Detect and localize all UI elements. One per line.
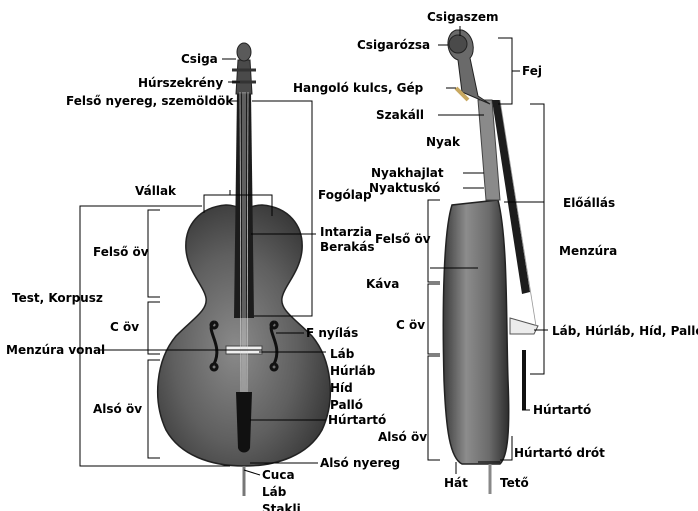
label-felso-nyereg: Felső nyereg, szemöldök bbox=[66, 94, 234, 108]
label-vallak: Vállak bbox=[135, 184, 177, 198]
label-intarzia: Intarzia bbox=[320, 225, 372, 239]
label-csigaszem: Csigaszem bbox=[427, 10, 499, 24]
f-hole-left bbox=[209, 320, 219, 372]
label-fogolap: Fogólap bbox=[318, 188, 372, 202]
label-stakli: Stakli bbox=[262, 502, 301, 511]
label-nyakhajlat: Nyakhajlat bbox=[371, 166, 444, 180]
label-also-ov-side: Alsó öv bbox=[378, 430, 428, 444]
label-csigarozsa: Csigarózsa bbox=[357, 38, 431, 52]
label-c-ov-side: C öv bbox=[396, 318, 426, 332]
f-hole-right bbox=[269, 320, 279, 372]
label-hurszekreny: Húrszekrény bbox=[138, 76, 224, 90]
front-string bbox=[239, 91, 242, 393]
label-menzura: Menzúra bbox=[559, 244, 618, 258]
label-lab-stack: Láb Húrláb Híd Palló bbox=[330, 346, 375, 414]
label-f-nyilas: F nyílás bbox=[306, 326, 359, 340]
front-bass bbox=[157, 42, 331, 496]
front-string bbox=[246, 91, 249, 393]
side-bridge bbox=[509, 317, 539, 335]
label-also-ov-front: Alsó öv bbox=[93, 402, 143, 416]
label-pallo: Palló bbox=[330, 398, 364, 412]
label-menzura-vonal: Menzúra vonal bbox=[6, 343, 106, 357]
label-felso-ov-front: Felső öv bbox=[93, 245, 149, 259]
label-nyaktusko: Nyaktuskó bbox=[369, 181, 441, 195]
label-lab-endpin: Láb bbox=[262, 485, 287, 499]
label-fej: Fej bbox=[522, 64, 542, 78]
front-pegbox bbox=[235, 59, 253, 95]
label-hurtarto-drot: Húrtartó drót bbox=[514, 446, 605, 460]
label-lab-line: Láb, Húrláb, Híd, Palló bbox=[552, 324, 698, 338]
label-hurlab: Húrláb bbox=[330, 364, 376, 378]
label-eloallas: Előállás bbox=[563, 196, 616, 210]
label-nyak: Nyak bbox=[426, 135, 460, 149]
label-c-ov-front: C öv bbox=[110, 320, 140, 334]
front-fingerboard bbox=[234, 92, 254, 318]
front-scroll bbox=[236, 42, 252, 62]
front-body bbox=[157, 204, 331, 467]
label-szakall: Szakáll bbox=[376, 108, 425, 122]
side-leader-lines bbox=[427, 26, 548, 474]
side-strings bbox=[499, 99, 537, 327]
label-also-nyereg: Alsó nyereg bbox=[320, 456, 401, 470]
label-lab: Láb bbox=[330, 347, 355, 361]
label-hid: Híd bbox=[330, 381, 353, 395]
label-hurtarto-front: Húrtartó bbox=[328, 413, 387, 427]
label-kava: Káva bbox=[366, 277, 400, 291]
side-body bbox=[442, 199, 510, 465]
label-hangolo: Hangoló kulcs, Gép bbox=[293, 81, 424, 95]
label-berakas: Berakás bbox=[320, 240, 375, 254]
label-cuca-stack: Cuca Láb Stakli bbox=[262, 467, 301, 511]
side-fingerboard bbox=[492, 100, 530, 294]
side-scroll-eye bbox=[448, 34, 468, 54]
label-teto: Tető bbox=[500, 476, 529, 490]
side-neck bbox=[477, 99, 501, 201]
label-test: Test, Korpusz bbox=[12, 291, 103, 305]
label-csiga: Csiga bbox=[181, 52, 218, 66]
label-felso-ov-side: Felső öv bbox=[375, 232, 431, 246]
front-tailpiece bbox=[236, 392, 252, 453]
label-hat: Hát bbox=[444, 476, 468, 490]
side-bass bbox=[442, 29, 539, 494]
side-tuning-key bbox=[454, 86, 470, 102]
label-cuca: Cuca bbox=[262, 468, 295, 482]
front-leader-lines bbox=[79, 58, 326, 476]
label-hurtarto-side: Húrtartó bbox=[533, 403, 592, 417]
